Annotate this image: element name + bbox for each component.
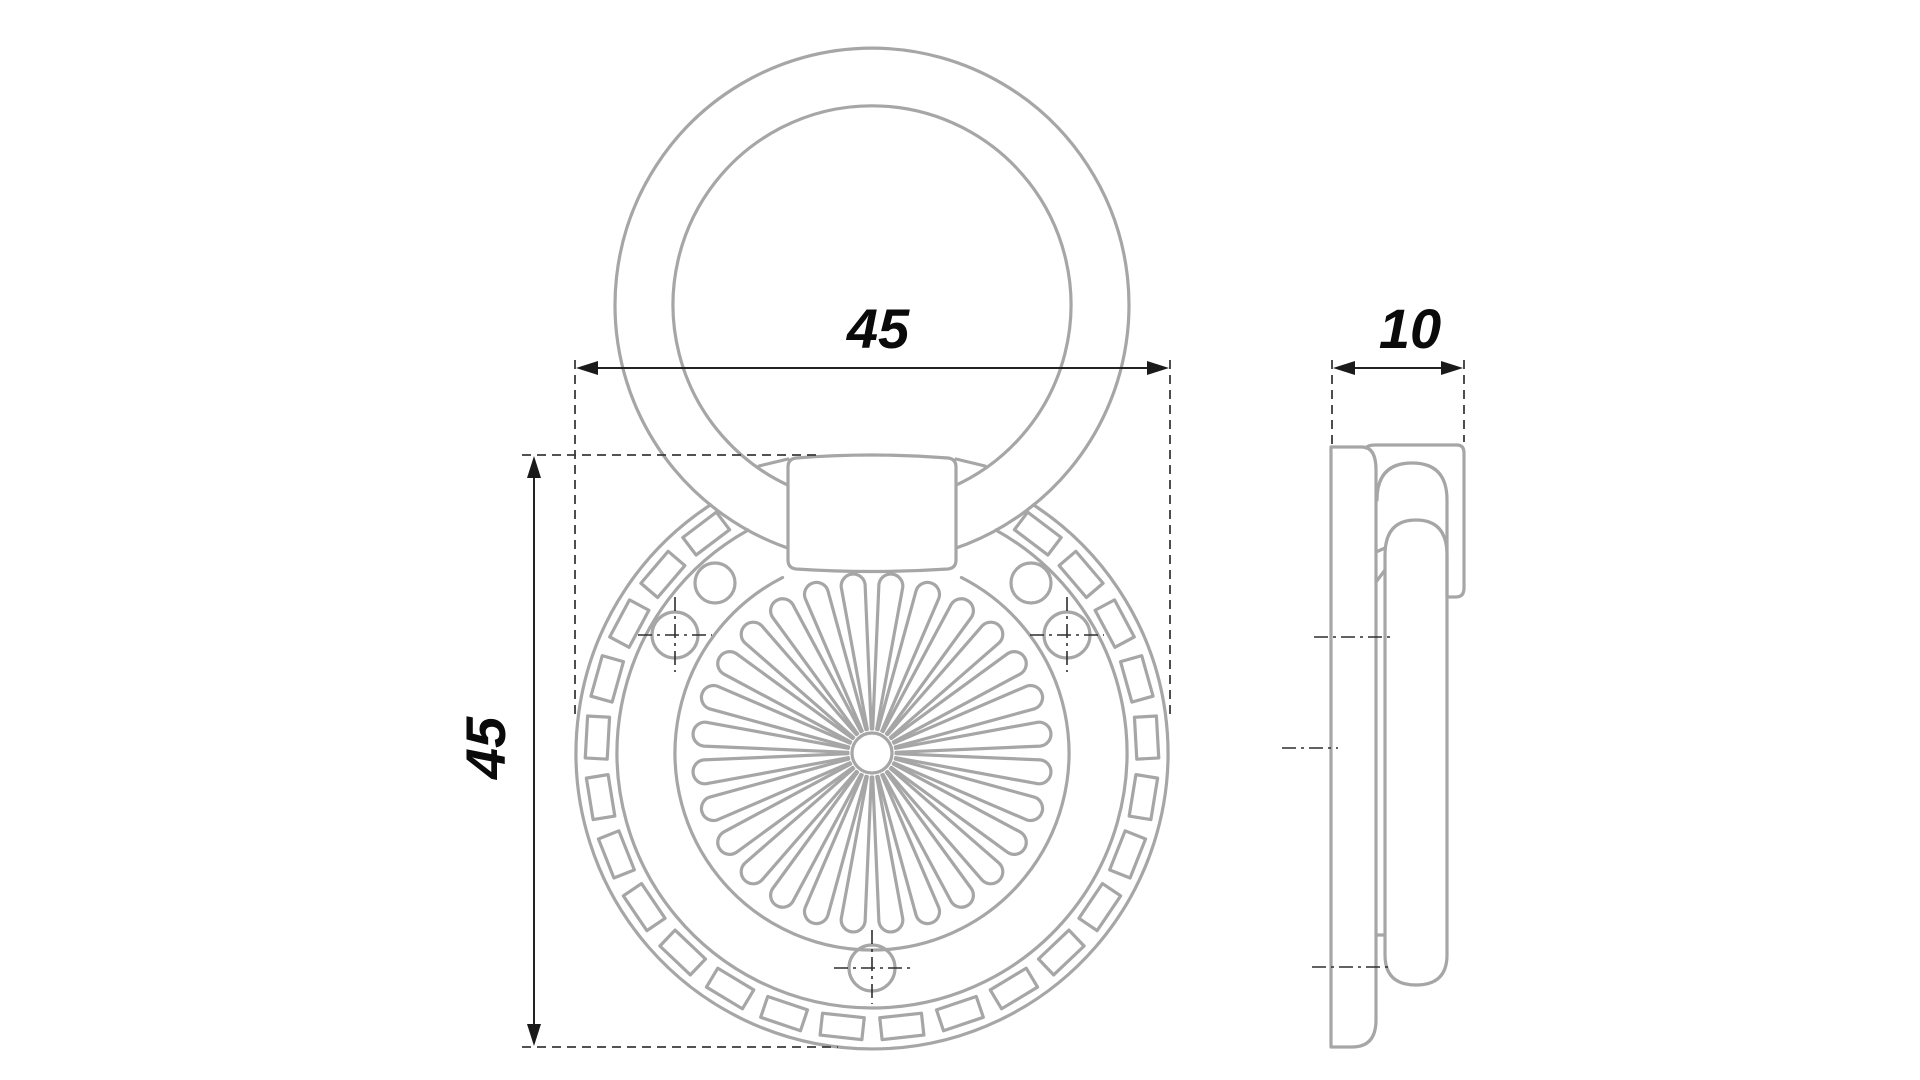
side-view: 10	[1282, 297, 1466, 1049]
rosette-petal	[889, 650, 1028, 744]
rosette-petal	[885, 766, 1005, 886]
rosette-disk-edge	[673, 575, 1071, 952]
rosette-petal	[699, 757, 852, 823]
border-rectangle	[589, 654, 626, 704]
dimension-label-width: 45	[846, 297, 910, 360]
rosette-petal	[892, 757, 1045, 823]
border-rectangle	[878, 1011, 926, 1042]
dimension-height-45: 45	[454, 456, 541, 1046]
border-rectangle	[583, 714, 612, 761]
rosette-petal	[691, 752, 850, 786]
rosette-petal	[739, 620, 859, 740]
mounting-hole-left	[638, 597, 712, 672]
side-hinge-bracket	[1364, 443, 1466, 599]
border-rectangle	[1127, 773, 1160, 822]
border-rectangle	[658, 928, 708, 977]
side-hinge-barrel	[1375, 461, 1449, 599]
border-rectangle	[621, 881, 667, 933]
back-plate	[574, 503, 1170, 1051]
decorative-circle-left	[693, 561, 737, 605]
rosette-petal	[876, 580, 942, 733]
side-ring-profile	[1383, 518, 1449, 987]
border-rectangle	[1036, 928, 1086, 977]
plate-outer-edge	[574, 503, 1170, 1051]
border-rectangle	[1118, 654, 1155, 704]
rosette-petal	[871, 572, 905, 731]
rosette-center-boss	[850, 731, 894, 775]
border-rectangle	[1132, 714, 1161, 761]
rosette-petal	[885, 620, 1005, 740]
rosette-petal	[871, 775, 905, 934]
border-rectangle	[584, 773, 617, 822]
border-rectangle	[818, 1011, 866, 1042]
border-rectangle	[1012, 510, 1063, 557]
rosette-petal	[699, 683, 852, 749]
border-rectangle	[759, 994, 810, 1033]
rosette	[673, 572, 1071, 952]
dimension-depth-10: 10	[1331, 297, 1465, 444]
dimension-label-depth: 10	[1379, 297, 1441, 360]
pull-ring	[613, 46, 1131, 561]
border-rectangle	[1093, 598, 1136, 649]
decorative-rectangle-border	[583, 510, 1161, 1042]
side-back-plate	[1329, 445, 1378, 1049]
pull-ring-outer-edge	[613, 46, 1131, 561]
side-detail-tick	[1374, 568, 1387, 584]
border-rectangle	[1077, 881, 1123, 933]
border-rectangle	[704, 966, 756, 1011]
decorative-circle-right	[1009, 561, 1053, 605]
border-rectangle	[1108, 829, 1148, 880]
border-rectangle	[988, 966, 1040, 1011]
rosette-petal	[876, 773, 942, 926]
rosette-petal	[769, 770, 863, 909]
rosette-petal	[739, 766, 859, 886]
hinge-block	[757, 453, 987, 574]
rosette-petal	[881, 770, 975, 909]
border-rectangle	[639, 549, 687, 600]
mounting-hole-bottom	[834, 930, 910, 1004]
pull-ring-inner-edge	[671, 104, 1073, 489]
border-rectangle	[934, 994, 985, 1033]
rosette-petal	[892, 683, 1045, 749]
dimension-label-height: 45	[454, 716, 517, 780]
border-rectangle	[608, 598, 651, 649]
rosette-petal	[894, 720, 1053, 754]
border-rectangle	[596, 829, 636, 880]
rosette-petal	[716, 650, 855, 744]
rosette-petal	[839, 572, 873, 731]
rosette-petal	[881, 597, 975, 736]
rosette-petal	[802, 773, 868, 926]
front-view	[574, 46, 1170, 1051]
rosette-petal	[894, 752, 1053, 786]
mounting-hole-right	[1030, 597, 1104, 672]
side-detail-tick	[1374, 546, 1387, 554]
rosette-petal	[716, 762, 855, 856]
rosette-petal	[802, 580, 868, 733]
dimension-width-45: 45	[576, 297, 1169, 375]
rosette-petal	[889, 762, 1028, 856]
rosette-petal	[691, 720, 850, 754]
border-rectangle	[1057, 549, 1105, 600]
rosette-petal	[839, 775, 873, 934]
front-dimensions: 45 45	[454, 297, 1171, 1048]
rosette-petals	[691, 572, 1053, 934]
border-rectangle	[681, 510, 732, 557]
rosette-petal	[769, 597, 863, 736]
plate-border-inner-edge	[615, 528, 1129, 1010]
